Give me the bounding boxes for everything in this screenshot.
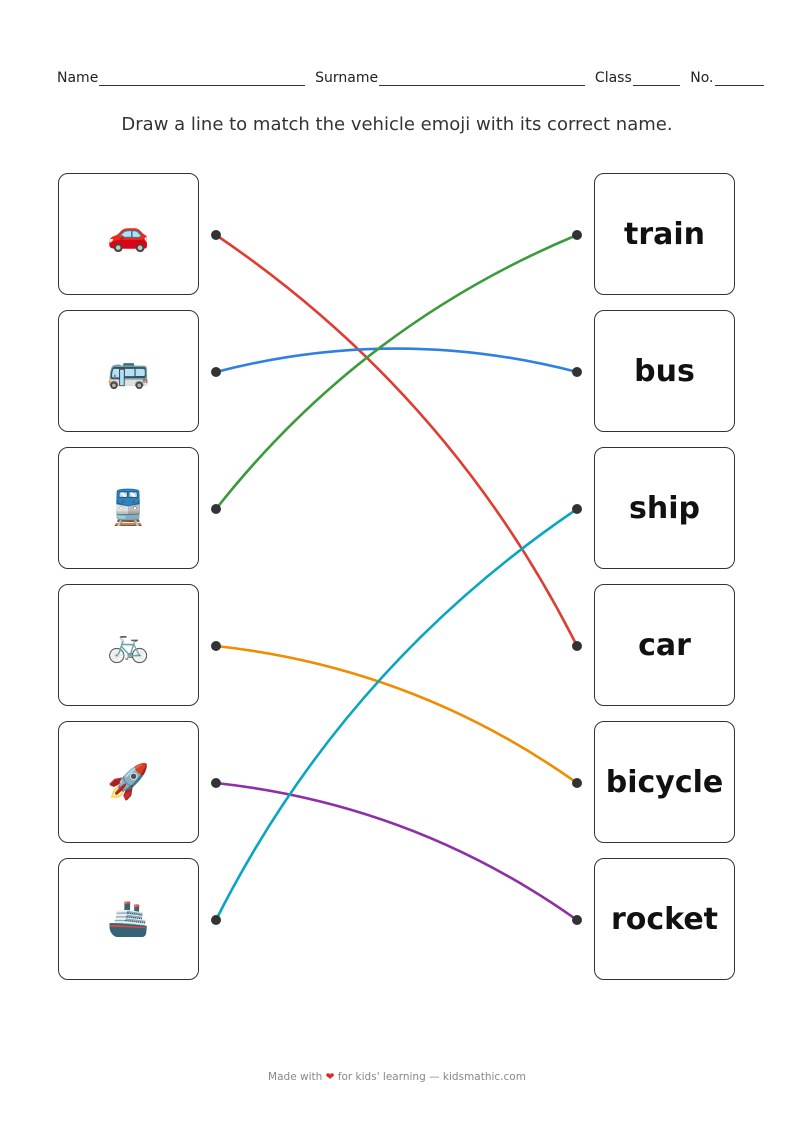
match-line [214,507,578,921]
word-card-bus: bus [594,310,735,432]
left-connector-dot[interactable] [211,915,221,925]
word-label: train [623,216,706,252]
no-label: No. [690,70,714,86]
match-line [215,347,578,374]
train-emoji-icon: 🚆 [107,488,150,528]
emoji-card-rocket: 🚀 [58,721,199,843]
match-line [215,644,578,785]
no-field[interactable] [714,71,764,86]
left-connector-dot[interactable] [211,367,221,377]
word-label: bicycle [605,764,724,800]
car-emoji-icon: 🚗 [107,214,150,254]
class-label: Class [594,70,632,86]
name-label: Name [57,70,99,86]
emoji-card-bicycle: 🚲 [58,584,199,706]
student-info-header: Name Surname Class No. [57,70,774,86]
rocket-emoji-icon: 🚀 [107,762,150,802]
match-line [215,233,579,647]
surname-field[interactable] [379,71,585,86]
footer-credit: for kids' learning — kidsmathic.com [337,1071,526,1083]
left-connector-dot[interactable] [211,230,221,240]
word-label: car [638,627,691,663]
right-connector-dot[interactable] [572,230,582,240]
word-card-rocket: rocket [594,858,735,980]
name-field[interactable] [99,71,306,86]
surname-label: Surname [315,70,379,86]
right-connector-dot[interactable] [572,367,582,377]
match-line [215,781,578,922]
left-connector-dot[interactable] [211,504,221,514]
instruction: Draw a line to match the vehicle emoji w… [121,114,673,135]
footer: Made with ❤ for kids' learning — kidsmat… [0,1071,794,1083]
right-connector-dot[interactable] [572,641,582,651]
word-card-car: car [594,584,735,706]
word-card-ship: ship [594,447,735,569]
bus-emoji-icon: 🚌 [107,351,150,391]
emoji-card-bus: 🚌 [58,310,199,432]
word-card-bicycle: bicycle [594,721,735,843]
right-connector-dot[interactable] [572,504,582,514]
match-line [214,233,578,510]
word-label: ship [629,490,700,526]
word-label: rocket [610,901,719,937]
bicycle-emoji-icon: 🚲 [107,625,150,665]
word-label: bus [634,353,695,389]
heart-icon: ❤ [325,1071,335,1083]
right-connector-dot[interactable] [572,778,582,788]
emoji-card-train: 🚆 [58,447,199,569]
class-field[interactable] [632,71,681,86]
ship-emoji-icon: 🚢 [107,899,150,939]
word-card-train: train [594,173,735,295]
right-connector-dot[interactable] [572,915,582,925]
emoji-card-ship: 🚢 [58,858,199,980]
footer-made-with: Made with [268,1071,323,1083]
left-connector-dot[interactable] [211,641,221,651]
left-connector-dot[interactable] [211,778,221,788]
emoji-card-car: 🚗 [58,173,199,295]
